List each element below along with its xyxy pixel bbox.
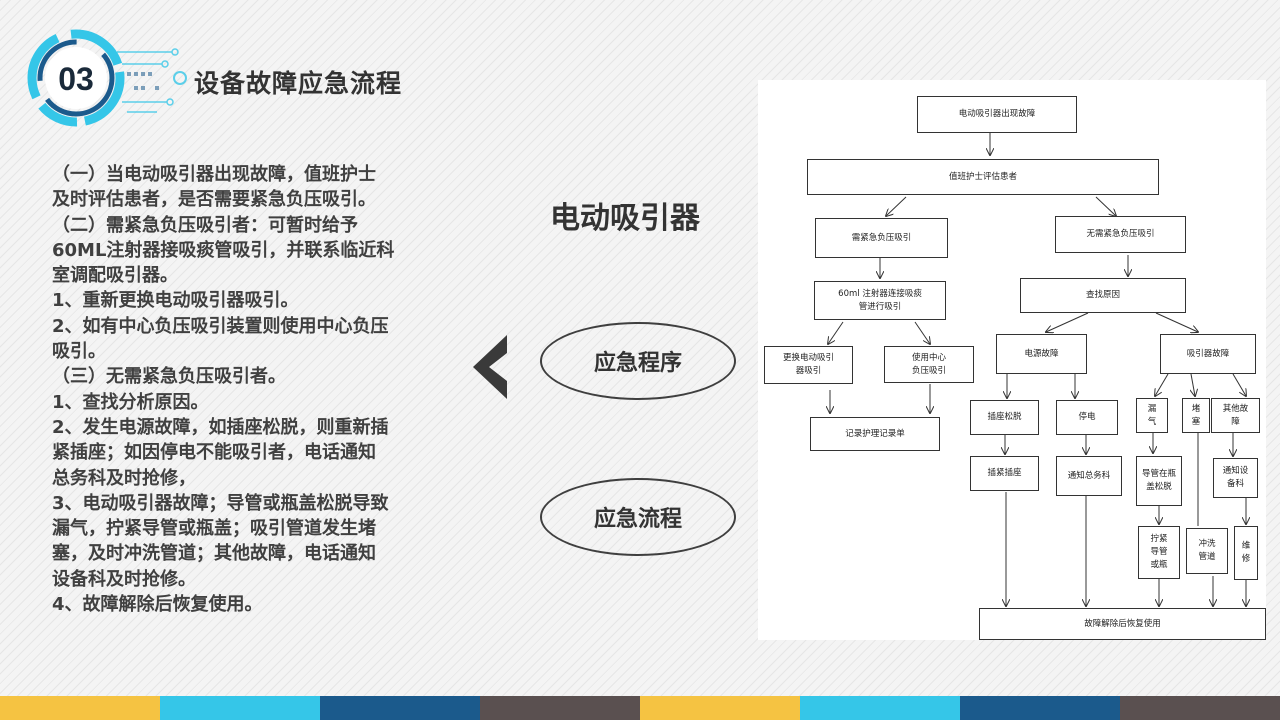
body-line: 60ML注射器接吸痰管吸引，并联系临近科 — [52, 239, 395, 261]
node-aspirator-fault: 吸引器故障 — [1160, 334, 1256, 374]
node-tighten: 拧紧 导管 或瓶 — [1138, 526, 1180, 579]
node-repair: 维 修 — [1234, 526, 1258, 580]
footer-color-segment — [640, 696, 800, 720]
body-line: 室调配吸引器。 — [52, 265, 178, 287]
body-line: 漏气，拧紧导管或瓶盖；吸引管道发生堵 — [52, 518, 376, 540]
node-assess-label: 值班护士评估患者 — [948, 171, 1017, 182]
node-not-urgent-label: 无需紧急负压吸引 — [1086, 229, 1155, 239]
node-tighten-line2: 导管 — [1150, 547, 1168, 557]
node-syringe: 60ml 注射器连接吸痰 管进行吸引 — [814, 281, 946, 320]
chevron-left-icon[interactable] — [473, 335, 513, 399]
emergency-procedure-button[interactable]: 应急程序 — [540, 322, 736, 400]
body-line: （一）当电动吸引器出现故障，值班护士 — [52, 164, 376, 185]
body-line: 4、故障解除后恢复使用。 — [52, 594, 263, 616]
emergency-flow-button[interactable]: 应急流程 — [540, 478, 736, 556]
node-notify-equip-line1: 通知设 — [1222, 466, 1249, 476]
node-power-fault-label: 电源故障 — [1024, 348, 1059, 359]
node-leak-line1: 漏 — [1147, 403, 1157, 414]
footer-color-segment — [960, 696, 1120, 720]
node-tighten-line1: 拧紧 — [1150, 534, 1168, 544]
node-notify-general-label: 通知总务科 — [1067, 470, 1111, 481]
body-line: 吸引。 — [52, 341, 106, 363]
node-syringe-line1: 60ml 注射器连接吸痰 — [838, 288, 922, 299]
node-replace: 更换电动吸引 器吸引 — [764, 346, 853, 384]
body-line: 1、查找分析原因。 — [52, 391, 209, 413]
node-leak: 漏 气 — [1136, 398, 1168, 433]
section-number: 03 — [58, 61, 94, 97]
node-replace-line1: 更换电动吸引 — [782, 353, 834, 363]
node-central: 使用中心 负压吸引 — [884, 346, 974, 383]
node-central-line1: 使用中心 — [911, 352, 946, 363]
node-other-line1: 其他故 — [1222, 403, 1249, 414]
flowchart: 电动吸引器出现故障 值班护士评估患者 需紧急负压吸引 无需紧急负压吸引 60ml… — [758, 80, 1266, 640]
body-line: （三）无需紧急负压吸引者。 — [52, 366, 286, 388]
emergency-procedure-label: 应急程序 — [593, 351, 682, 376]
emergency-flow-label: 应急流程 — [593, 507, 682, 532]
node-notify-equip: 通知设 备科 — [1213, 458, 1258, 498]
body-line: 1、重新更换电动吸引器吸引。 — [52, 290, 299, 312]
node-syringe-line2: 管进行吸引 — [858, 301, 902, 312]
node-block-line2: 塞 — [1191, 416, 1201, 427]
node-other-line2: 障 — [1231, 416, 1240, 427]
node-resolved-label: 故障解除后恢复使用 — [1084, 618, 1161, 629]
body-line: 塞，及时冲洗管道；其他故障，电话通知 — [52, 543, 376, 565]
page-title: 设备故障应急流程 — [194, 69, 403, 98]
footer-color-bar — [0, 696, 1280, 720]
body-line: 紧插座；如因停电不能吸引者，电话通知 — [52, 442, 376, 464]
footer-color-segment — [480, 696, 640, 720]
node-notify-equip-line2: 备科 — [1226, 479, 1244, 489]
node-find-cause-label: 查找原因 — [1085, 290, 1120, 300]
node-block-line1: 堵 — [1191, 403, 1201, 414]
body-line: 及时评估患者，是否需要紧急负压吸引。 — [52, 189, 376, 211]
node-outage-label: 停电 — [1078, 412, 1096, 422]
device-label: 电动吸引器 — [550, 201, 700, 236]
node-block: 堵 塞 — [1182, 398, 1210, 433]
node-flush-line2: 管道 — [1198, 552, 1216, 562]
node-flush-line1: 冲洗 — [1198, 539, 1216, 549]
node-tube-loose: 导管在瓶 盖松脱 — [1136, 456, 1182, 506]
node-repair-line1: 维 — [1241, 541, 1251, 551]
section-badge: 03 — [22, 22, 187, 132]
node-repair-line2: 修 — [1241, 554, 1251, 564]
node-record-label: 记录护理记录单 — [845, 428, 905, 439]
node-leak-line2: 气 — [1147, 416, 1157, 427]
node-plug-tight-label: 插紧插座 — [987, 468, 1022, 478]
procedure-text: （一）当电动吸引器出现故障，值班护士及时评估患者，是否需要紧急负压吸引。 （二）需… — [52, 162, 462, 617]
node-other: 其他故 障 — [1211, 398, 1260, 433]
node-aspirator-fault-label: 吸引器故障 — [1186, 348, 1230, 359]
footer-color-segment — [1120, 696, 1280, 720]
node-outage: 停电 — [1056, 400, 1118, 435]
footer-color-segment — [160, 696, 320, 720]
body-line: 2、如有中心负压吸引装置则使用中心负压 — [52, 315, 389, 337]
flowchart-connectors — [758, 133, 1266, 640]
body-line: 3、电动吸引器故障；导管或瓶盖松脱导致 — [52, 492, 389, 514]
node-central-line2: 负压吸引 — [911, 365, 946, 376]
node-record: 记录护理记录单 — [810, 417, 940, 451]
node-tube-loose-line1: 导管在瓶 — [1141, 469, 1176, 479]
node-assess: 值班护士评估患者 — [807, 159, 1159, 195]
node-not-urgent: 无需紧急负压吸引 — [1055, 216, 1186, 253]
node-urgent-label: 需紧急负压吸引 — [851, 232, 912, 243]
node-flush: 冲洗 管道 — [1186, 528, 1228, 574]
node-replace-line2: 器吸引 — [795, 366, 822, 376]
node-notify-general: 通知总务科 — [1056, 456, 1122, 496]
node-power-fault: 电源故障 — [996, 334, 1087, 374]
body-line: 设备科及时抢修。 — [52, 568, 196, 590]
node-tube-loose-line2: 盖松脱 — [1146, 482, 1172, 492]
node-resolved: 故障解除后恢复使用 — [979, 608, 1266, 640]
footer-color-segment — [800, 696, 960, 720]
node-plug-loose-label: 插座松脱 — [987, 412, 1022, 422]
node-start: 电动吸引器出现故障 — [917, 96, 1077, 133]
footer-color-segment — [0, 696, 160, 720]
node-tighten-line3: 或瓶 — [1150, 560, 1168, 570]
body-line: 2、发生电源故障，如插座松脱，则重新插 — [52, 416, 389, 438]
body-line: 总务科及时抢修， — [52, 467, 196, 489]
node-urgent: 需紧急负压吸引 — [815, 218, 948, 258]
node-find-cause: 查找原因 — [1020, 278, 1186, 313]
node-plug-tight: 插紧插座 — [970, 456, 1039, 491]
footer-color-segment — [320, 696, 480, 720]
node-start-label: 电动吸引器出现故障 — [958, 109, 1036, 119]
node-plug-loose: 插座松脱 — [970, 400, 1039, 435]
body-line: （二）需紧急负压吸引者：可暂时给予 — [52, 214, 358, 236]
